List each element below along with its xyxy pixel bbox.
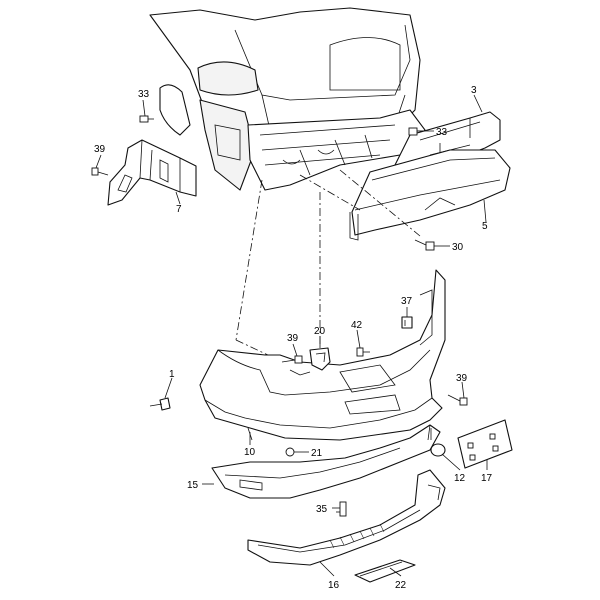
- part-17-bracket-plate: [457, 419, 513, 469]
- clip-42: [356, 347, 370, 357]
- part-22-strip: [354, 559, 416, 583]
- callout-1: 1: [169, 369, 175, 380]
- callout-30: 30: [452, 242, 464, 253]
- part-5-impact-absorber: [349, 149, 511, 241]
- fasteners: [91, 115, 468, 517]
- callout-39-center: 39: [287, 333, 299, 344]
- screw-30: [414, 239, 435, 251]
- screw-39-left: [91, 167, 109, 176]
- callout-39-right: 39: [456, 373, 468, 384]
- callout-16: 16: [328, 580, 340, 591]
- alignment-lines: [235, 169, 421, 356]
- callout-37: 37: [401, 296, 413, 307]
- callout-labels: 33 39 7 3 33 5 30 37 39 20 42 1 39 10 21…: [94, 85, 493, 591]
- callout-22: 22: [395, 580, 407, 591]
- callout-39-left: 39: [94, 144, 106, 155]
- clip-37: [401, 316, 413, 329]
- callout-3: 3: [471, 85, 477, 96]
- screw-39-right: [447, 394, 468, 406]
- callout-15: 15: [187, 480, 199, 491]
- callout-10: 10: [244, 447, 256, 458]
- callout-42: 42: [351, 320, 363, 331]
- callout-21: 21: [311, 448, 323, 459]
- callout-7: 7: [176, 204, 182, 215]
- part-15-lower-bumper: [211, 424, 441, 499]
- vehicle-rear-body: [149, 7, 426, 191]
- nut-21: [285, 447, 295, 457]
- callout-5: 5: [482, 221, 488, 232]
- rivet-1: [149, 397, 171, 411]
- part-16-diffuser: [247, 469, 446, 566]
- callout-33-left: 33: [138, 89, 150, 100]
- part-7-side-bracket: [107, 139, 197, 206]
- screw-33-left: [139, 115, 154, 123]
- callout-12: 12: [454, 473, 466, 484]
- callout-35: 35: [316, 504, 328, 515]
- screw-35: [336, 501, 347, 517]
- screw-39-center: [281, 355, 303, 364]
- callout-20: 20: [314, 326, 326, 337]
- leader-lines: [95, 94, 488, 577]
- bracket-20: [309, 347, 331, 371]
- callout-17: 17: [481, 473, 493, 484]
- part-12-cap: [427, 424, 446, 457]
- callout-33-right: 33: [436, 127, 448, 138]
